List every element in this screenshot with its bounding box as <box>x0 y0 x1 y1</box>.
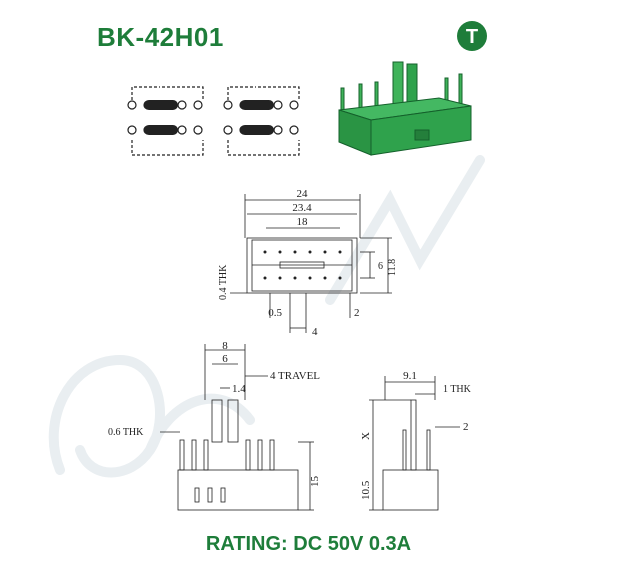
circuit-schematic <box>127 86 300 156</box>
dim-pitch: 4 <box>312 326 318 338</box>
dim-1-4: 1.4 <box>232 383 246 395</box>
t-badge-icon: T <box>457 21 487 51</box>
dim-edge: 2 <box>354 307 360 319</box>
front-view-drawing: 8 6 4 TRAVEL 1.4 0.6 THK 15 <box>108 342 321 511</box>
side-view-drawing: 9.1 1 THK X 2 10.5 <box>360 370 472 511</box>
rating-text: RATING: DC 50V 0.3A <box>205 533 412 555</box>
dim-inner-h: 6 <box>378 261 383 272</box>
dim-6: 6 <box>222 353 228 365</box>
dim-x: X <box>360 432 372 440</box>
dim-travel: 4 TRAVEL <box>270 370 320 382</box>
dim-pin-thk: 0.6 THK <box>108 427 144 438</box>
dim-slot: 18 <box>297 216 309 228</box>
badge-letter: T <box>466 26 478 48</box>
top-view-drawing: 24 23.4 18 0.4 THK 6 11.8 0.5 4 2 <box>218 188 398 338</box>
dim-pin-dia: 0.5 <box>268 307 282 319</box>
dim-overall: 24 <box>297 188 309 200</box>
dim-outer-h: 11.8 <box>387 259 398 276</box>
dim-9-1: 9.1 <box>403 370 417 382</box>
dim-10-5: 10.5 <box>360 480 372 500</box>
dim-8: 8 <box>222 342 228 352</box>
product-render <box>338 61 472 156</box>
dim-body: 23.4 <box>292 202 312 214</box>
dim-1-thk: 1 THK <box>443 384 472 395</box>
model-title: BK-42H01 <box>97 22 224 52</box>
dim-thk: 0.4 THK <box>218 264 229 300</box>
dim-15: 15 <box>309 476 321 488</box>
dim-2: 2 <box>463 421 469 433</box>
